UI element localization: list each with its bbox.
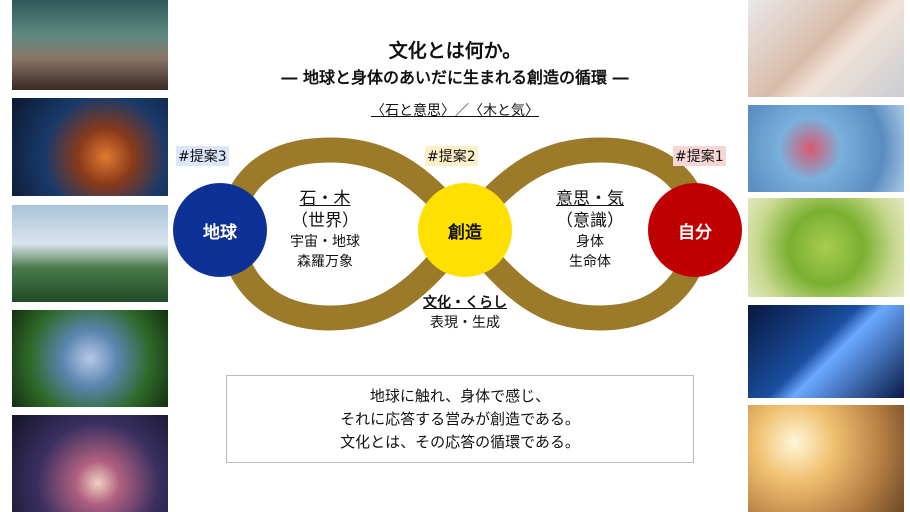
tag-proposal-3: #提案3 [176,146,229,166]
page-subtitle: ― 地球と身体のあいだに生まれる創造の循環 ― [281,68,629,87]
bottom-text: 文化・くらし 表現・生成 [400,293,530,333]
left-lobe-head: 石・木 [299,189,351,209]
left-lobe-line2: 森羅万象 [297,254,353,270]
tag-proposal-1: #提案1 [673,146,726,166]
message-line: それに応答する営みが創造である。 [340,409,580,428]
node-creation: 創造 [418,183,512,277]
message-box: 地球に触れ、身体で感じ、 それに応答する営みが創造である。 文化とは、その応答の… [226,375,694,463]
node-earth: 地球 [173,183,267,277]
tag-proposal-2: #提案2 [425,146,478,166]
photo-hands [748,0,904,97]
bottom-head: 文化・くらし [423,295,507,311]
page-title: 文化とは何か。 [388,40,522,62]
photo-asteroids [12,415,168,512]
bottom-sub: 表現・生成 [430,315,500,331]
right-lobe-line1: 身体 [576,234,604,250]
right-lobe-line2: 生命体 [569,254,611,270]
photo-cells [748,105,904,192]
left-lobe-sub: （世界） [291,211,359,231]
photo-dna [748,305,904,398]
photo-forest [12,205,168,302]
right-lobe-head: 意思・気 [556,189,624,209]
left-lobe-text: 石・木 （世界） 宇宙・地球 森羅万象 [270,188,380,272]
photo-aurora-landscape [12,0,168,90]
photo-leaves [12,310,168,407]
right-lobe-sub: （意識） [556,211,624,231]
message-line: 地球に触れ、身体で感じ、 [369,386,551,405]
left-lobe-line1: 宇宙・地球 [290,234,360,250]
right-lobe-text: 意思・気 （意識） 身体 生命体 [535,188,645,272]
photo-sunrise-person [748,405,904,512]
message-line: 文化とは、その応答の循環である。 [340,432,580,451]
photo-rock-strata [12,98,168,196]
theme-label: 〈石と意思〉／〈木と気〉 [371,103,539,119]
node-self: 自分 [648,183,742,277]
photo-algae [748,198,904,297]
